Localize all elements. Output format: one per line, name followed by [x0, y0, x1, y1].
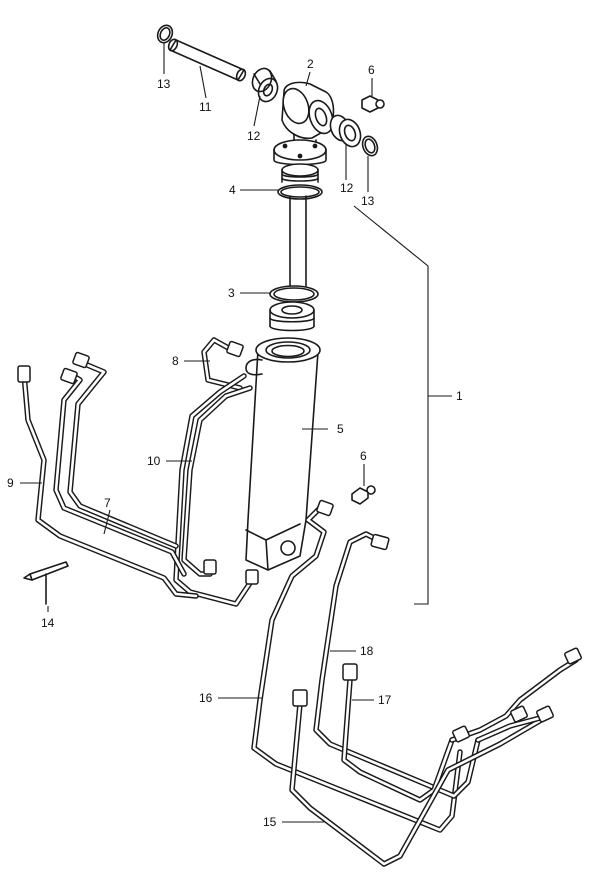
callout-6-top: 6	[368, 63, 375, 77]
part-1-bracket	[353, 205, 452, 605]
callout-18: 18	[360, 644, 374, 658]
part-11-pin	[167, 38, 247, 82]
part-13-snap-ring-left	[156, 24, 174, 44]
callout-12-left: 12	[247, 129, 261, 143]
callout-11: 11	[199, 100, 212, 114]
part-17-pipe	[341, 663, 455, 803]
callout-6-bottom: 6	[360, 449, 367, 463]
callout-3: 3	[228, 286, 235, 300]
part-3-o-ring	[269, 285, 319, 303]
callout-9: 9	[7, 476, 14, 490]
callout-13-right: 13	[361, 194, 375, 208]
callout-13-left: 13	[157, 77, 171, 91]
callout-5: 5	[337, 422, 344, 436]
part-8-pipe	[201, 337, 244, 391]
part-13-snap-ring-right	[361, 135, 379, 157]
part-7-pipe	[53, 351, 187, 577]
hydraulic-pipes	[17, 337, 582, 867]
callout-14: 14	[41, 616, 55, 630]
callout-4: 4	[229, 183, 236, 197]
part-2-rod-eye	[281, 81, 335, 147]
rod-flange	[273, 139, 327, 183]
right-pipe-ends	[449, 647, 582, 743]
part-15-pipe	[289, 689, 551, 867]
callout-10: 10	[147, 454, 161, 468]
part-12-bushing-left	[251, 67, 279, 103]
callout-2: 2	[307, 57, 314, 71]
part-10-pipe	[173, 373, 259, 607]
leader-lines	[20, 42, 374, 823]
part-12-bushing-right	[329, 114, 362, 148]
part-16-pipe	[251, 499, 463, 833]
piston	[269, 301, 315, 332]
callout-labels: 1 2 3 4 5 6 6 7 8 9 10 11 12 12 13 13 14…	[7, 57, 463, 829]
part-18-pipe	[313, 531, 481, 799]
callout-7: 7	[104, 496, 111, 510]
callout-15: 15	[263, 815, 277, 829]
part-4-o-ring	[277, 184, 323, 200]
part-6-grease-nipple-bottom	[351, 485, 376, 505]
piston-rod	[289, 195, 307, 287]
callout-12-right: 12	[340, 181, 354, 195]
callout-8: 8	[172, 354, 179, 368]
callout-16: 16	[199, 691, 213, 705]
callout-1: 1	[456, 389, 463, 403]
part-6-grease-nipple-top	[361, 95, 385, 113]
callout-17: 17	[378, 693, 392, 707]
part-14-cable-tie	[23, 561, 69, 605]
part-5-cylinder-body	[245, 337, 321, 571]
part-9-pipe	[17, 365, 199, 599]
